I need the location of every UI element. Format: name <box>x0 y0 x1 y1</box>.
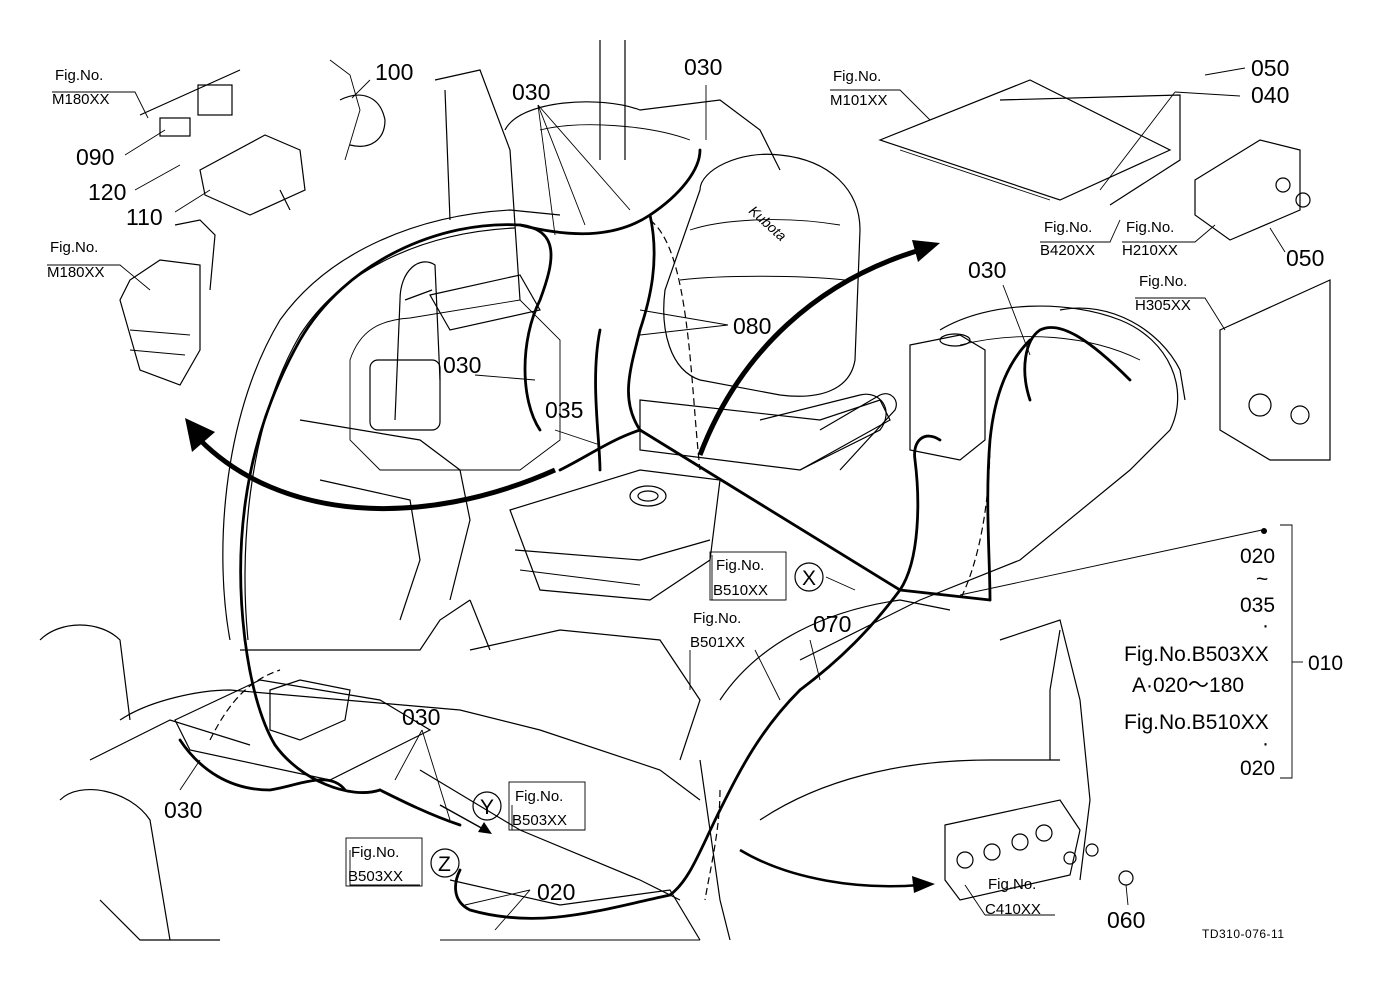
svg-text:Fig.No.: Fig.No. <box>1126 219 1174 236</box>
fig-ref-b503-y: Fig.No. B503XX <box>508 781 586 831</box>
fig-ref-h305: Fig.No. H305XX <box>1135 273 1191 314</box>
part-030-top: 030 <box>512 79 550 105</box>
callout-z: Z <box>430 848 460 878</box>
part-number-labels: 100 090 120 110 030 030 030 030 030 030 … <box>76 54 1324 933</box>
svg-text:C410XX: C410XX <box>985 901 1041 918</box>
callout-y: Y <box>472 791 502 821</box>
part-120: 120 <box>88 179 126 205</box>
svg-text:·: · <box>1262 614 1269 637</box>
fig-ref-b501: Fig.No. B501XX <box>690 610 745 651</box>
svg-text:X: X <box>802 567 816 590</box>
svg-text:M101XX: M101XX <box>830 92 888 109</box>
part-030-right: 030 <box>968 257 1006 283</box>
figure-references: Fig.No. M180XX Fig.No. M180XX Fig.No. M1… <box>47 67 1191 918</box>
svg-text:Fig.No.: Fig.No. <box>351 844 399 861</box>
fig-ref-m101: Fig.No. M101XX <box>830 68 888 109</box>
direction-arrows <box>185 240 940 893</box>
part-030-lower: 030 <box>402 704 440 730</box>
drawing-code: TD310-076-11 <box>1202 927 1285 941</box>
svg-text:035: 035 <box>1240 594 1275 617</box>
part-035: 035 <box>545 397 583 423</box>
fig-ref-b510: Fig.No. B510XX <box>709 551 787 601</box>
part-030-mid: 030 <box>443 352 481 378</box>
part-080: 080 <box>733 313 771 339</box>
part-110: 110 <box>126 204 163 230</box>
leader-lines <box>47 67 1303 931</box>
fig-ref-m180-top: Fig.No. M180XX <box>52 67 110 108</box>
svg-text:Fig.No.: Fig.No. <box>833 68 881 85</box>
svg-text:Fig.No.: Fig.No. <box>988 876 1036 893</box>
part-090: 090 <box>76 144 114 170</box>
machine-body-outline <box>39 40 1331 941</box>
svg-text:Fig.No.: Fig.No. <box>515 788 563 805</box>
svg-text:B420XX: B420XX <box>1040 242 1095 259</box>
seat-brand-text: Kubota <box>746 202 790 244</box>
svg-text:Fig.No.: Fig.No. <box>50 239 98 256</box>
svg-text:B503XX: B503XX <box>512 812 567 829</box>
svg-text:Fig.No.: Fig.No. <box>1139 273 1187 290</box>
part-040: 040 <box>1251 82 1289 108</box>
fig-ref-h210: Fig.No. H210XX <box>1122 219 1178 259</box>
assembly-number-010: 010 <box>1308 652 1343 675</box>
callout-markers: X Y Z <box>430 562 824 878</box>
svg-text:M180XX: M180XX <box>47 264 105 281</box>
fig-ref-c410: Fig.No. C410XX <box>985 876 1041 918</box>
svg-text:Y: Y <box>480 796 494 819</box>
part-050-top: 050 <box>1251 55 1289 81</box>
svg-text:020: 020 <box>1240 757 1275 780</box>
part-060: 060 <box>1107 907 1145 933</box>
svg-text:Fig.No.B503XX: Fig.No.B503XX <box>1124 643 1269 666</box>
fig-ref-b503-z: Fig.No. B503XX <box>345 837 423 887</box>
svg-text:B503XX: B503XX <box>348 868 403 885</box>
c410-terminal-connectors <box>956 824 1134 886</box>
svg-text:Fig.No.: Fig.No. <box>693 610 741 627</box>
svg-text:H305XX: H305XX <box>1135 297 1191 314</box>
svg-text:~: ~ <box>1256 568 1268 591</box>
fig-ref-b420: Fig.No. B420XX <box>1040 219 1095 259</box>
assembly-note: 020 ~ 035 · Fig.No.B503XX A·020～180 Fig.… <box>1124 528 1343 780</box>
svg-text:020: 020 <box>1240 545 1275 568</box>
svg-text:B510XX: B510XX <box>713 582 768 599</box>
part-100: 100 <box>375 59 413 85</box>
svg-text:·: · <box>1262 732 1269 755</box>
svg-text:H210XX: H210XX <box>1122 242 1178 259</box>
svg-text:Fig.No.: Fig.No. <box>716 557 764 574</box>
svg-text:B501XX: B501XX <box>690 634 745 651</box>
part-030-top-right: 030 <box>684 54 722 80</box>
part-070: 070 <box>813 611 851 637</box>
part-030-lower-left: 030 <box>164 797 202 823</box>
svg-text:Z: Z <box>438 853 451 876</box>
part-020: 020 <box>537 879 575 905</box>
svg-text:A·020～180: A·020～180 <box>1132 674 1244 697</box>
callout-x: X <box>794 562 824 592</box>
svg-text:Fig.No.: Fig.No. <box>1044 219 1092 236</box>
wire-harness <box>178 148 1132 920</box>
part-050-lower: 050 <box>1286 245 1324 271</box>
svg-text:Fig.No.B510XX: Fig.No.B510XX <box>1124 711 1269 734</box>
fig-ref-m180-left: Fig.No. M180XX <box>47 239 105 281</box>
svg-text:Fig.No.: Fig.No. <box>55 67 103 84</box>
svg-text:M180XX: M180XX <box>52 91 110 108</box>
